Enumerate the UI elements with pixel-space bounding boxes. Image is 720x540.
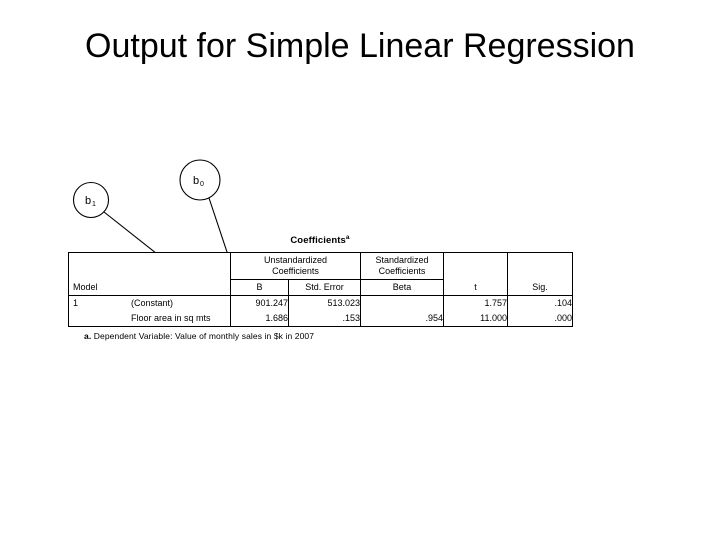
spss-output-block: Coefficientsa Unstandardized Coefficient…	[68, 234, 574, 341]
table-header-row: Model B Std. Error Beta t Sig.	[68, 279, 573, 297]
header-b: B	[230, 279, 289, 297]
header-t: t	[443, 279, 508, 297]
header-blank-model	[69, 253, 231, 280]
header-standardized-line1: Standardized	[375, 255, 429, 266]
row-predictor-2: Floor area in sq mts	[131, 313, 211, 324]
table-row: Floor area in sq mts 1.686 .153 .954 11.…	[69, 311, 573, 327]
annotation-b1-label: b	[85, 195, 91, 207]
spss-table-footnote: a. Dependent Variable: Value of monthly …	[68, 331, 572, 341]
annotation-b0-label: b	[193, 175, 199, 187]
row-model-cell-1: 1 (Constant)	[69, 296, 231, 312]
footnote-marker: a.	[84, 331, 92, 342]
header-unstandardized-coefficients: Unstandardized Coefficients	[229, 252, 361, 281]
coefficients-table: Unstandardized Coefficients Standardized…	[68, 252, 574, 328]
header-sig: Sig.	[507, 279, 573, 297]
header-unstandardized-line1: Unstandardized	[263, 255, 328, 266]
annotation-b1-circle	[72, 181, 110, 219]
row-predictor-1: (Constant)	[131, 298, 174, 309]
row-beta-2: .954	[360, 311, 444, 327]
header-model: Model	[68, 279, 231, 297]
spss-caption-text: Coefficients	[290, 235, 346, 247]
row-t-1: 1.757	[443, 295, 508, 312]
annotation-b0-subscript: 0	[200, 181, 204, 188]
row-b-2: 1.686	[230, 311, 289, 327]
header-blank-t	[443, 252, 508, 280]
spss-table-caption: Coefficientsa	[68, 234, 572, 246]
header-beta: Beta	[360, 279, 444, 297]
header-standardized-coefficients: Standardized Coefficients	[360, 252, 444, 281]
row-model-cell-2: Floor area in sq mts	[69, 311, 231, 327]
row-sig-2: .000	[507, 311, 573, 327]
row-t-2: 11.000	[443, 311, 508, 327]
row-sig-1: .104	[507, 295, 573, 312]
annotation-b1-subscript: 1	[92, 201, 96, 208]
page-title: Output for Simple Linear Regression	[85, 27, 635, 65]
row-std-error-1: 513.023	[287, 295, 361, 312]
spss-caption-superscript: a	[345, 234, 350, 241]
annotation-b0-circle	[179, 159, 221, 201]
footnote-text: Dependent Variable: Value of monthly sal…	[93, 331, 315, 342]
header-unstandardized-line2: Coefficients	[272, 266, 319, 277]
row-std-error-2: .153	[287, 311, 361, 327]
header-std-error: Std. Error	[287, 279, 361, 297]
table-header-group-row: Unstandardized Coefficients Standardized…	[69, 252, 573, 281]
table-row: 1 (Constant) 901.247 513.023 1.757 .104	[69, 295, 573, 312]
row-b-1: 901.247	[230, 295, 289, 312]
header-standardized-line2: Coefficients	[378, 266, 426, 277]
row-beta-1	[360, 295, 444, 312]
header-blank-sig	[507, 252, 573, 280]
row-model-number-1: 1	[73, 298, 79, 309]
